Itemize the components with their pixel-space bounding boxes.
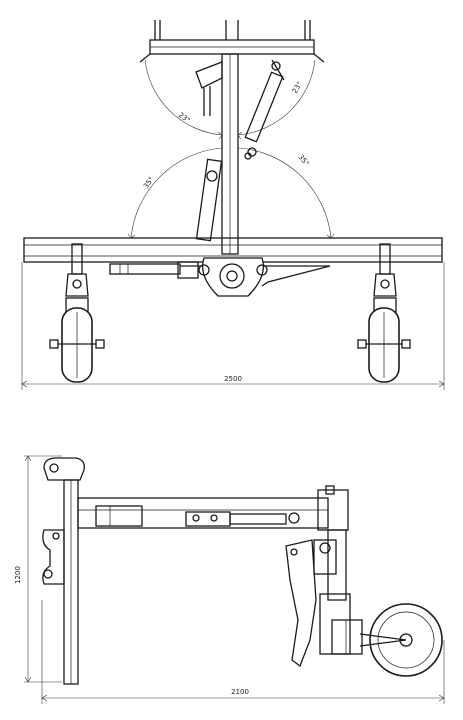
top-view: 23° 23° 35° 35° (21, 20, 445, 390)
length-dimension-line (41, 600, 445, 704)
angle-arcs (127, 59, 335, 239)
side-wheel (359, 603, 443, 677)
side-arm (77, 497, 329, 529)
length-dimension-label: 2100 (231, 688, 249, 696)
width-dimension-label: 2500 (224, 375, 242, 383)
angle-label-upper-right: 23° (291, 80, 304, 95)
height-dimension-label: 1200 (14, 566, 22, 584)
left-wheel-top (49, 243, 105, 383)
top-frame (139, 20, 325, 63)
angle-label-lower-right: 35° (296, 153, 310, 168)
central-beam (221, 53, 239, 255)
side-bracket (285, 485, 363, 668)
angle-label-lower-left: 35° (142, 175, 156, 190)
side-view: 1200 (14, 455, 445, 704)
center-hub (109, 257, 331, 297)
hydraulic-cylinders (195, 59, 285, 242)
angle-label-upper-left: 23° (177, 111, 192, 125)
width-dimension-line (21, 262, 445, 390)
right-wheel-top (357, 243, 411, 383)
mast (42, 457, 85, 685)
height-dimension-line (24, 455, 62, 683)
